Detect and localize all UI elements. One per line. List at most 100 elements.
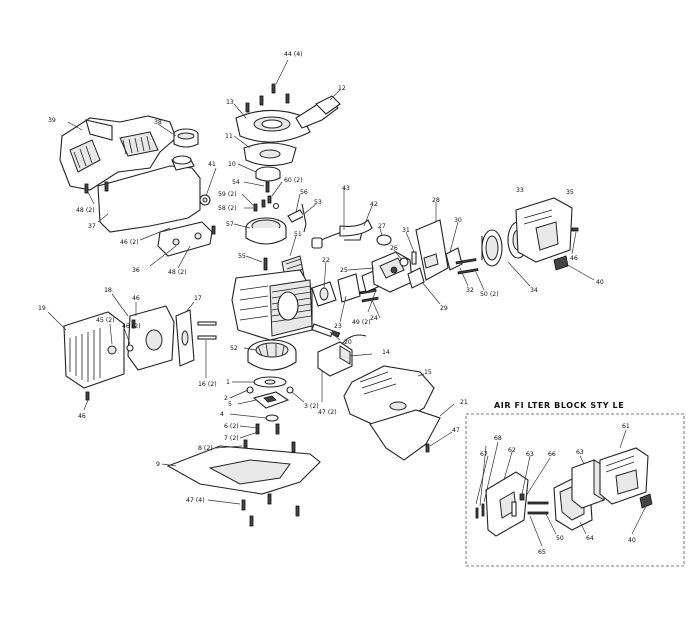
callout-48-a: 48 (2) (76, 207, 95, 214)
callout-63-b: 63 (526, 451, 534, 458)
callout-53: 53 (314, 199, 322, 206)
callout-60: 60 (2) (284, 177, 303, 184)
part-27-primer-bulb (376, 234, 392, 246)
callout-68: 68 (494, 435, 502, 442)
callout-20: 20 (344, 339, 352, 346)
part-40-inset-clip (639, 493, 653, 509)
callout-63-a: 63 (576, 449, 584, 456)
callout-40-b: 40 (628, 537, 636, 544)
callout-49: 49 (2) (352, 319, 371, 326)
part-34-air-filter (481, 229, 503, 267)
part-30-plate (445, 247, 463, 271)
callout-18: 18 (104, 287, 112, 294)
callout-48-b: 48 (2) (168, 269, 187, 276)
callout-62: 62 (508, 447, 516, 454)
part-61-filter-cover (599, 447, 649, 505)
callout-7: 7 (2) (224, 435, 239, 442)
engine-cylinder-block (231, 269, 313, 341)
callout-35: 35 (566, 189, 574, 196)
callout-21: 21 (460, 399, 468, 406)
callout-12: 12 (338, 85, 346, 92)
callout-11: 11 (225, 133, 233, 140)
callout-29: 29 (440, 305, 448, 312)
callout-45: 45 (2) (96, 317, 115, 324)
part-5-clutch (252, 391, 290, 409)
part-13-starter-housing (235, 109, 311, 143)
callout-42: 42 (370, 201, 378, 208)
part-35-air-filter-cover (515, 197, 573, 263)
callout-28: 28 (432, 197, 440, 204)
callout-61: 61 (622, 423, 630, 430)
callout-59: 59 (2) (218, 191, 237, 198)
part-31-spacer (411, 251, 417, 265)
part-47-screws (241, 493, 300, 527)
callout-46-b: 46 (570, 255, 578, 262)
callout-8: 8 (2) (198, 445, 213, 452)
part-44-screws (245, 83, 290, 113)
callout-32: 32 (466, 287, 474, 294)
callout-50-a: 50 (2) (480, 291, 499, 298)
part-40-clip (553, 255, 569, 271)
callout-4: 4 (220, 411, 224, 418)
part-12-starter-handle (295, 95, 341, 129)
callout-65: 65 (538, 549, 546, 556)
callout-47-a: 47 (2) (318, 409, 337, 416)
callout-47-c: 47 (4) (186, 497, 205, 504)
callout-24: 24 (370, 315, 378, 322)
callout-23: 23 (334, 323, 342, 330)
part-18-muffler-plate (127, 305, 175, 371)
part-28-air-filter-base (415, 219, 449, 281)
part-55-stud (263, 257, 268, 271)
callout-47-b: 47 (452, 427, 460, 434)
leader-lines (47, 59, 595, 505)
callout-43: 43 (342, 185, 350, 192)
callout-51: 51 (294, 231, 302, 238)
callout-3: 3 (2) (304, 403, 319, 410)
callout-40-a: 40 (596, 279, 604, 286)
part-54-screw (265, 181, 270, 193)
callout-31: 31 (402, 227, 410, 234)
callout-15: 15 (424, 369, 432, 376)
part-48-screw (84, 183, 89, 194)
callout-33: 33 (516, 187, 524, 194)
callout-13: 13 (226, 99, 234, 106)
callout-36: 36 (132, 267, 140, 274)
part-63-filter-block (571, 459, 605, 509)
callout-22: 22 (322, 257, 330, 264)
callout-57: 57 (226, 221, 234, 228)
callout-55: 55 (238, 253, 246, 260)
part-53-wire (301, 203, 307, 233)
callout-56: 56 (300, 189, 308, 196)
part-10-starter-pulley (255, 166, 281, 182)
callout-54: 54 (232, 179, 240, 186)
callout-46-c: 46 (132, 295, 140, 302)
callout-38: 38 (154, 119, 162, 126)
callout-2: 2 (224, 395, 228, 402)
callout-labels: 44 (4) 12 13 39 38 11 10 41 54 60 (2) 59… (38, 51, 604, 504)
callout-5: 5 (228, 401, 232, 408)
callout-1: 1 (226, 379, 230, 386)
callout-26: 26 (390, 245, 398, 252)
callout-17: 17 (194, 295, 202, 302)
callout-34: 34 (530, 287, 538, 294)
part-29-gasket (407, 267, 425, 289)
part-39-rear-handle-housing (59, 115, 177, 191)
part-57-pawl-carrier (245, 217, 287, 245)
callout-67: 67 (480, 451, 488, 458)
callout-46-d: 46 (2) (122, 323, 141, 330)
air-filter-block-style-inset: AIR FI LTER BLOCK STY LE (465, 401, 685, 567)
callout-46-a: 46 (2) (120, 239, 139, 246)
part-52-flywheel (247, 339, 297, 371)
part-36-tank-bracket (157, 221, 213, 257)
callout-41: 41 (208, 161, 216, 168)
callout-58: 58 (2) (218, 205, 237, 212)
callout-30: 30 (454, 217, 462, 224)
callout-52: 52 (230, 345, 238, 352)
callout-9: 9 (156, 461, 160, 468)
callout-44: 44 (4) (284, 51, 303, 58)
callout-37: 37 (88, 223, 96, 230)
callout-27: 27 (378, 223, 386, 230)
callout-25: 25 (340, 267, 348, 274)
part-38-fuel-cap (173, 128, 199, 148)
